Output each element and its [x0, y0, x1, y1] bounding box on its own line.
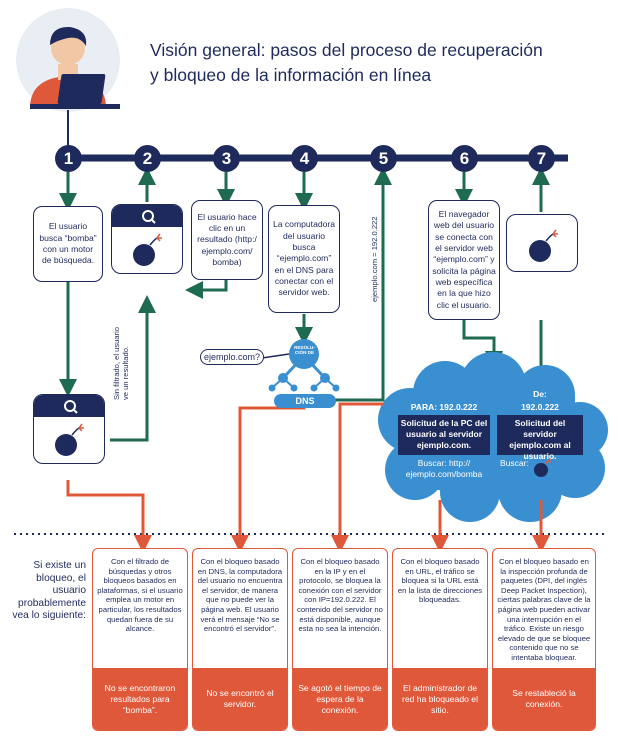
outcome-search-filter: Con el filtrado de búsquedas y otros blo…: [92, 548, 188, 731]
step-3-badge: 3: [213, 145, 240, 172]
filter-note-line1: Sin filtrado, el usuario: [112, 326, 121, 400]
step-5-badge: 5: [370, 145, 397, 172]
outcome-4-desc: Con el bloqueo basado en URL, el tráfico…: [397, 557, 483, 605]
cloud-from-label: De:: [533, 389, 547, 399]
cloud-to-label: PARA: 192.0.222: [410, 402, 478, 412]
request-left-search: Buscar: http:// ejemplo.com/bomba: [405, 458, 483, 479]
step-1-box: El usuario busca “bomba” con un motor de…: [33, 206, 103, 282]
filter-note-line2: ve un resultado.: [121, 345, 130, 400]
outcome-3-desc: Con el bloqueo basado en la IP y en el p…: [297, 557, 383, 634]
dns-resolution-label: RESOLU-CIÓN DE: [294, 345, 315, 356]
search-result-box-step1: [33, 394, 105, 464]
outcome-1-desc: Con el filtrado de búsquedas y otros blo…: [97, 557, 183, 634]
bomb-icon: [529, 229, 558, 262]
outcome-2-desc: Con el bloqueo basado en DNS, la computa…: [197, 557, 283, 634]
filter-note: Sin filtrado, el usuario ve un resultado…: [112, 327, 130, 400]
request-right-search: Buscar:: [500, 458, 529, 468]
result-box-step7: [506, 214, 578, 272]
step-2-badge: 2: [134, 145, 161, 172]
dns-query-label: ejemplo.com?: [200, 349, 264, 365]
request-box-right: Solicitud del servidor ejemplo.com al us…: [497, 415, 583, 461]
request-left-text: Solicitud de la PC del usuario al servid…: [400, 418, 488, 450]
ip-resolution-note: ejemplo.com = 192.0.222: [370, 216, 379, 303]
outcome-url-block: Con el bloqueo basado en URL, el tráfico…: [392, 548, 488, 731]
step-1-badge: 1: [55, 145, 82, 172]
outcome-5-desc: Con el bloqueo basado en la inspección p…: [497, 557, 591, 662]
bomb-icon: [55, 400, 84, 456]
outcome-dns-block: Con el bloqueo basado en DNS, la computa…: [192, 548, 288, 731]
outcome-3-result: Se agotó el tiempo de espera de la conex…: [293, 668, 387, 730]
step-6-box: El navegador web del usuario se conecta …: [428, 200, 500, 320]
block-intro-label: Si existe un bloqueo, el usuario probabl…: [12, 560, 86, 622]
step-arrows: [59, 167, 550, 442]
block-arrows: [66, 396, 550, 553]
outcome-dpi-block: Con el bloqueo basado en la inspección p…: [492, 548, 596, 731]
step-3-box: El usuario hace clic en un resultado (ht…: [191, 200, 263, 280]
step-6-badge: 6: [451, 145, 478, 172]
cloud-from-value: 192.0.222: [521, 402, 559, 412]
step-7-badge: 7: [528, 145, 555, 172]
outcome-4-result: El administrador de red ha bloqueado el …: [393, 668, 487, 730]
search-result-box-step2: [111, 204, 183, 274]
bomb-icon: [133, 210, 162, 266]
step-4-badge: 4: [291, 145, 318, 172]
dns-icon: [261, 339, 340, 392]
user-illustration: [16, 8, 120, 112]
page-title: Visión general: pasos del proceso de rec…: [150, 38, 590, 88]
outcome-1-result: No se encontraron resultados para “bomba…: [93, 668, 187, 730]
dns-label: DNS: [274, 394, 336, 408]
outcome-2-result: No se encontró el servidor.: [193, 668, 287, 730]
bomb-icon: [534, 458, 552, 477]
request-right-text: Solicitud del servidor ejemplo.com al us…: [509, 418, 571, 461]
outcome-5-result: Se restableció la conexión.: [493, 668, 595, 730]
step-4-box: La computadora del usuario busca “ejempl…: [268, 205, 340, 313]
title-line-1: Visión general: pasos del proceso de rec…: [150, 40, 543, 60]
request-box-left: Solicitud de la PC del usuario al servid…: [398, 415, 490, 455]
outcome-ip-block: Con el bloqueo basado en la IP y en el p…: [292, 548, 388, 731]
title-line-2: y bloqueo de la información en línea: [150, 65, 432, 85]
